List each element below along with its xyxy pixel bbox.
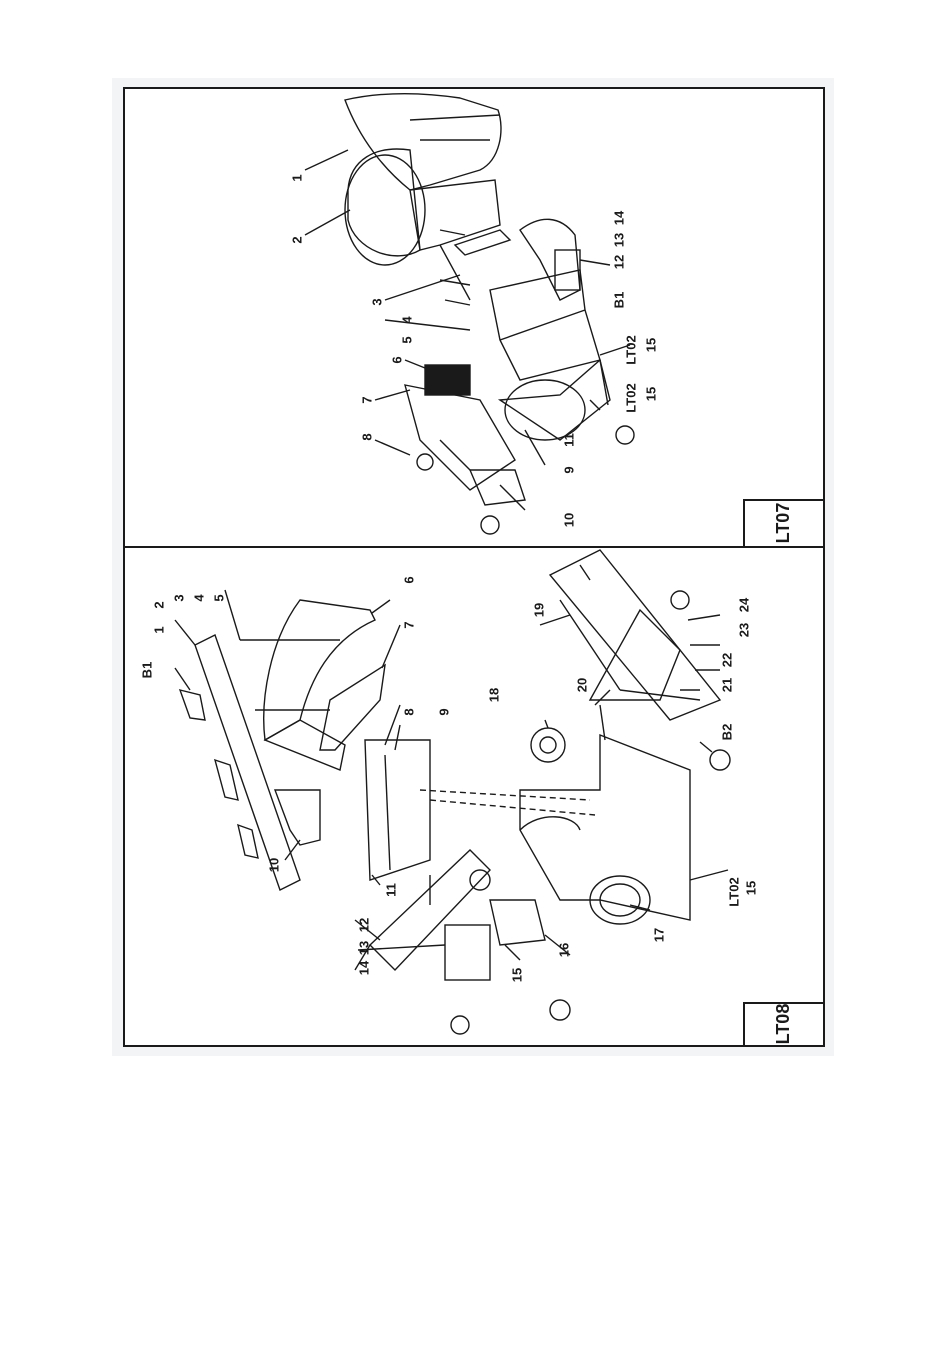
- panel-code: LT08: [773, 1004, 793, 1045]
- callout-4: 4: [191, 594, 206, 602]
- callout-2: 2: [289, 236, 304, 243]
- callout-lt02-a: LT02: [623, 335, 638, 364]
- callout-3: 3: [171, 594, 186, 601]
- callout-24: 24: [736, 597, 751, 612]
- callout-15: 15: [509, 968, 524, 982]
- callout-20: 20: [574, 678, 589, 692]
- callout-7: 7: [359, 396, 374, 403]
- callout-2: 2: [151, 601, 166, 608]
- callout-10: 10: [561, 513, 576, 527]
- callout-5: 5: [399, 336, 414, 343]
- panel-code: LT07: [773, 503, 793, 544]
- callout-lt02: LT02: [726, 877, 741, 906]
- callout-9: 9: [436, 708, 451, 715]
- callout-16: 16: [556, 943, 571, 957]
- callout-15-b: 15: [643, 387, 658, 401]
- callout-8: 8: [401, 708, 416, 715]
- callout-11: 11: [561, 433, 576, 447]
- callout-6: 6: [389, 356, 404, 363]
- callout-14: 14: [611, 210, 626, 225]
- outer-frame: [124, 88, 824, 1046]
- callout-11: 11: [383, 883, 398, 897]
- callout-15-a: 15: [643, 338, 658, 352]
- callout-21: 21: [719, 678, 734, 692]
- callout-12: 12: [356, 918, 371, 932]
- callout-6: 6: [401, 576, 416, 583]
- callout-lt02-b: LT02: [623, 383, 638, 412]
- callout-18: 18: [486, 688, 501, 702]
- callout-15-b: 15: [743, 881, 758, 895]
- callout-1: 1: [151, 626, 166, 633]
- panel-code-box-lt07: LT07: [744, 500, 824, 547]
- panel-code-box-lt08: LT08: [744, 1003, 824, 1046]
- callout-b2: B2: [719, 724, 734, 741]
- callout-23: 23: [736, 623, 751, 637]
- callout-7: 7: [401, 621, 416, 628]
- callout-b1: B1: [611, 292, 626, 309]
- callout-5: 5: [211, 594, 226, 601]
- callout-4: 4: [399, 316, 414, 324]
- callout-13: 13: [611, 233, 626, 247]
- callout-9: 9: [561, 466, 576, 473]
- callout-10: 10: [266, 858, 281, 872]
- callout-17: 17: [651, 928, 666, 942]
- callout-3: 3: [369, 298, 384, 305]
- callout-8: 8: [359, 433, 374, 440]
- callout-22: 22: [719, 653, 734, 667]
- callout-b1: B1: [139, 662, 154, 679]
- callout-12: 12: [611, 255, 626, 269]
- callout-13: 13: [356, 941, 371, 955]
- callout-14: 14: [356, 960, 371, 975]
- callout-1: 1: [289, 174, 304, 181]
- callout-19: 19: [531, 603, 546, 617]
